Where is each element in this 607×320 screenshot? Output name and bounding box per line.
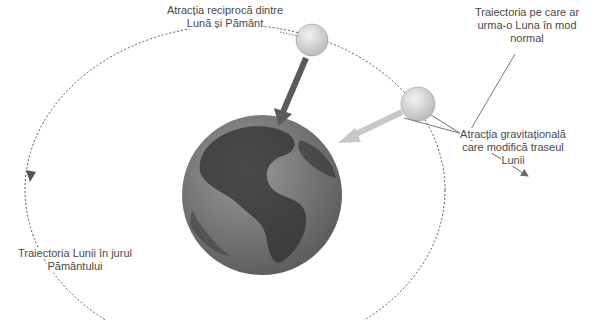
- annotation-text: Atracția gravitațională care modifică tr…: [460, 128, 566, 166]
- mutual-attraction-arrow: [283, 58, 306, 112]
- gravity-arrowhead: [338, 128, 361, 143]
- moon-orbit: [25, 25, 445, 320]
- gravity-arrow: [352, 112, 402, 136]
- mutual-attraction-arrowhead: [274, 108, 292, 126]
- annotation-label: Traiectoria Lunii în jurul Pământului: [10, 247, 140, 273]
- annotation-text: Traiectoria pe care ar urma-o Luna în mo…: [475, 6, 579, 44]
- leader-line: [280, 32, 298, 36]
- orbit-arrowhead: [26, 170, 36, 182]
- moon: [401, 87, 435, 121]
- moon: [296, 24, 328, 56]
- annotation-label: Atracția reciprocă dintre Lună și Pământ: [160, 4, 290, 30]
- annotation-text: Atracția reciprocă dintre Lună și Pământ: [167, 4, 283, 29]
- annotation-label: Traiectoria pe care ar urma-o Luna în mo…: [462, 6, 592, 45]
- annotation-label: Atracția gravitațională care modifică tr…: [458, 128, 568, 167]
- earth: [182, 115, 342, 275]
- annotation-text: Traiectoria Lunii în jurul Pământului: [18, 247, 132, 272]
- leader-line: [468, 54, 515, 134]
